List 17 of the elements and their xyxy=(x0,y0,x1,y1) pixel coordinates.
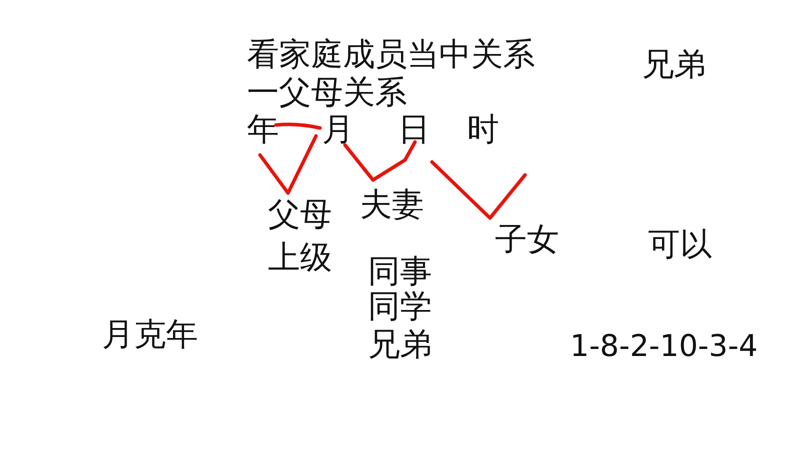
handwritten-note: 可以 xyxy=(648,226,712,262)
handwritten-note: 月 xyxy=(322,111,354,147)
handwritten-note: 年 xyxy=(247,111,279,147)
handwritten-note: 同事 xyxy=(368,253,432,289)
handwritten-note: 1-8-2-10-3-4 xyxy=(570,329,758,365)
handwritten-note: 子女 xyxy=(495,221,559,257)
handwritten-note: 月克年 xyxy=(102,316,198,352)
handwritten-note: 父母 xyxy=(268,196,332,232)
handwritten-note: 看家庭成员当中关系 xyxy=(247,36,535,72)
handwritten-note: 上级 xyxy=(268,239,332,275)
handwritten-note: 时 xyxy=(467,111,499,147)
handwritten-note: 兄弟 xyxy=(642,46,706,82)
handwritten-note: 夫妻 xyxy=(360,186,424,222)
handwritten-note: 兄弟 xyxy=(368,326,432,362)
handwritten-note: 同学 xyxy=(368,288,432,324)
handwritten-note: 一父母关系 xyxy=(247,74,407,110)
handwritten-note: 日 xyxy=(398,111,430,147)
